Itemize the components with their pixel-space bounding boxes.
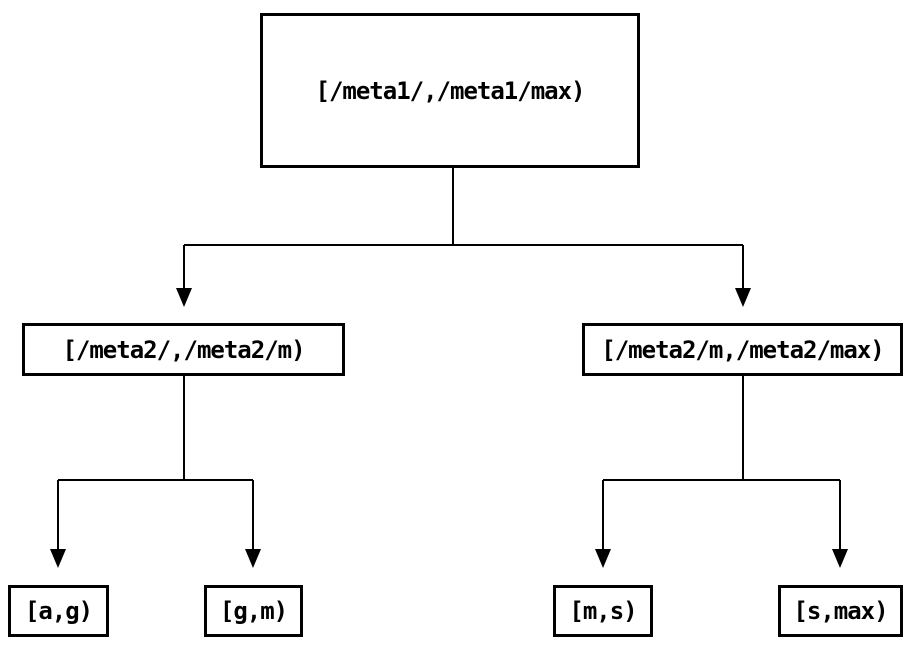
node-label: [s,max) bbox=[793, 597, 888, 625]
edge-left-to-leaves bbox=[57, 376, 254, 549]
node-label: [g,m) bbox=[219, 597, 288, 625]
arrowhead-icon bbox=[176, 288, 192, 307]
node-label: [m,s) bbox=[569, 597, 637, 625]
tree-leaf-ms: [m,s) bbox=[553, 585, 653, 637]
arrowhead-icon bbox=[50, 549, 66, 568]
tree-node-meta2-right: [/meta2/m,/meta2/max) bbox=[582, 323, 903, 376]
arrowhead-icon bbox=[245, 549, 261, 568]
node-label: [a,g) bbox=[24, 597, 93, 625]
edge-root-to-children bbox=[183, 168, 744, 288]
node-label: [/meta2/,/meta2/m) bbox=[62, 335, 305, 364]
tree-leaf-gm: [g,m) bbox=[204, 585, 303, 637]
tree-leaf-smax: [s,max) bbox=[778, 585, 903, 637]
arrowhead-icon bbox=[595, 549, 611, 568]
node-label: [/meta1/,/meta1/max) bbox=[315, 76, 586, 105]
tree-node-root: [/meta1/,/meta1/max) bbox=[260, 13, 640, 168]
edge-right-to-leaves bbox=[602, 376, 841, 549]
tree-leaf-ag: [a,g) bbox=[8, 585, 109, 637]
arrowhead-icon bbox=[832, 549, 848, 568]
tree-node-meta2-left: [/meta2/,/meta2/m) bbox=[22, 323, 345, 376]
node-label: [/meta2/m,/meta2/max) bbox=[601, 335, 884, 364]
arrowhead-icon bbox=[735, 288, 751, 307]
